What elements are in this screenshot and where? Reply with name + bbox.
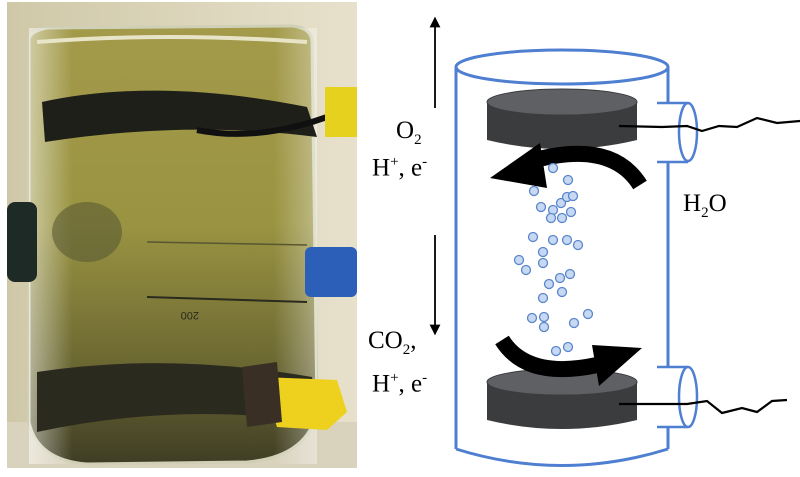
top-wire-photo (196, 114, 329, 137)
circulation-arrow-bottom (495, 335, 642, 386)
bottom-side-port (657, 365, 699, 429)
circulation-arrow-top (490, 143, 647, 190)
top-side-port (657, 101, 699, 164)
co2-label: CO2, (368, 327, 417, 358)
reactor-photo: 200 (7, 2, 357, 468)
top-electrode-photo (42, 90, 317, 142)
bottom-right-clamp (262, 377, 347, 430)
top-right-clamp (325, 87, 357, 137)
bottom-wire (619, 398, 788, 415)
graduation-line-2 (146, 241, 308, 246)
top-protons-electrons-label: H+, e- (372, 154, 428, 182)
bottom-port (242, 362, 282, 427)
top-electrode (486, 88, 638, 149)
top-wire (618, 116, 800, 133)
mid-right-cap (305, 247, 357, 297)
beaker-rim (36, 35, 308, 44)
gas-bubbles (513, 162, 594, 357)
o2-label: O2 (396, 117, 422, 148)
graduation-line-1 (146, 296, 308, 303)
left-port (7, 202, 37, 282)
h2o-label: H2O (683, 190, 727, 221)
reactor-schematic (429, 16, 800, 467)
bottom-protons-electrons-label: H+, e- (372, 370, 428, 398)
beaker-graduation-label: 200 (181, 309, 199, 321)
glass-reflection (52, 202, 122, 262)
bottom-electrode (486, 368, 638, 429)
